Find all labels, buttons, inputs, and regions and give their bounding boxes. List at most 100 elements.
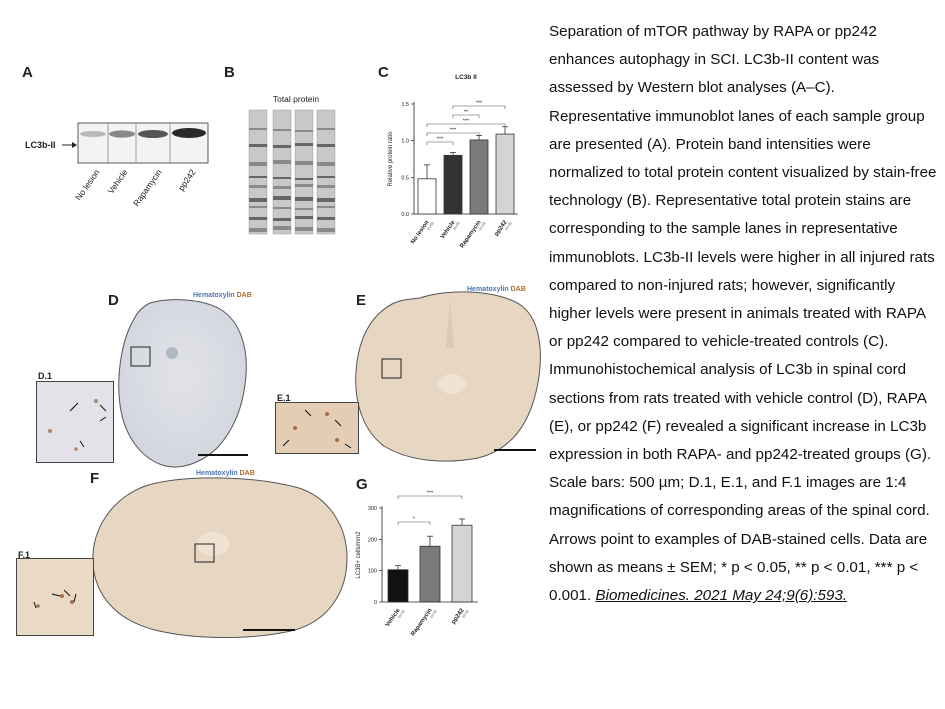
total-protein-band: [317, 176, 335, 178]
n-label: (n=5): [478, 221, 487, 231]
significance-label: ***: [437, 137, 444, 143]
total-protein-band: [273, 226, 291, 230]
blot-lane-label: Vehicle: [106, 167, 130, 195]
blot-arrowhead: [72, 142, 77, 148]
blot-band-lane-1: [80, 131, 106, 137]
section-e: [355, 291, 541, 462]
y-tick-label: 0.0: [401, 212, 409, 218]
total-protein-band: [317, 128, 335, 130]
significance-label: ***: [450, 128, 457, 134]
inset-e1: [275, 402, 359, 454]
total-protein-band: [249, 144, 267, 147]
total-protein-band: [317, 217, 335, 220]
section-d: [118, 299, 248, 468]
bar: [469, 139, 489, 215]
inset-f1: [16, 558, 94, 636]
section-f: [92, 477, 348, 638]
y-axis-label: Relative protein ratio: [388, 131, 394, 187]
panel-letter-a: A: [22, 64, 33, 81]
panel-letter-e1: E.1: [277, 393, 291, 403]
total-protein-lane: [294, 109, 314, 235]
section-f-outline: [92, 477, 348, 638]
panel-letter-c: C: [378, 64, 389, 81]
total-protein-band: [273, 145, 291, 148]
total-protein-band: [249, 228, 267, 232]
bar: [417, 178, 437, 215]
total-protein-band: [295, 184, 313, 187]
total-protein-band: [249, 198, 267, 202]
blot-panel: LC3b-II No lesion Vehicle Rapamycin pp24…: [25, 122, 209, 208]
blot-band-lane-2: [109, 130, 135, 138]
total-protein-band: [273, 196, 291, 200]
blot-lane-label: Rapamycin: [131, 167, 164, 208]
bar: [419, 545, 441, 603]
total-protein-band: [249, 185, 267, 188]
blot-lane-label: pp242: [176, 167, 198, 192]
section-e-roi: [381, 358, 402, 379]
stain-legend-e: Hematoxylin DAB: [467, 286, 526, 293]
inset-d1: [36, 381, 114, 463]
total-protein-band: [249, 206, 267, 208]
total-protein-band: [317, 185, 335, 188]
bar: [387, 569, 409, 603]
total-protein-band: [317, 162, 335, 166]
total-protein-lane: [316, 109, 336, 235]
total-protein-band: [273, 177, 291, 179]
panel-letter-b: B: [224, 64, 235, 81]
n-label: (n=5): [504, 221, 513, 231]
total-protein-band: [295, 130, 313, 132]
significance-bracket: [426, 132, 480, 136]
panel-letter-d: D: [108, 292, 119, 309]
total-protein-band: [295, 161, 313, 165]
panel-letter-g: G: [356, 476, 368, 493]
y-tick-label: 1.0: [401, 139, 409, 145]
total-protein-band: [249, 217, 267, 220]
stain-legend-f: Hematoxylin DAB: [196, 470, 255, 477]
figure: A B C D E F G LC3b-II No lesion Vehicle …: [16, 64, 541, 638]
blot-band-lane-3: [138, 130, 168, 138]
category-label: Rapamycin: [410, 607, 433, 637]
significance-bracket: [452, 114, 480, 118]
category-label: No lesion: [410, 219, 431, 245]
significance-label: **: [464, 110, 469, 116]
y-tick-label: 0.5: [401, 175, 409, 181]
significance-label: ***: [476, 101, 483, 107]
figure-caption: Separation of mTOR pathway by RAPA or pp…: [549, 18, 939, 610]
stain-legend-d: Hematoxylin DAB: [193, 292, 252, 299]
total-protein-band: [317, 144, 335, 147]
bar: [495, 133, 515, 215]
blot-lane-label: No lesion: [73, 167, 102, 202]
total-protein-band: [295, 216, 313, 219]
y-tick-label: 0: [374, 600, 377, 606]
significance-label: ***: [463, 119, 470, 125]
blot-band-label: LC3b-II: [25, 140, 56, 150]
y-axis-label: LC3B+ cells/mm2: [356, 531, 362, 579]
y-tick-label: 300: [368, 506, 377, 512]
significance-bracket: [397, 495, 463, 499]
total-protein-band: [249, 128, 267, 130]
total-protein-lanes: [248, 109, 336, 235]
n-label: (n=5): [426, 221, 435, 231]
significance-bracket: [397, 521, 431, 525]
section-d-roi: [130, 346, 151, 367]
panel-letter-e: E: [356, 292, 367, 309]
n-label: (n=5): [452, 221, 461, 231]
total-protein-band: [317, 228, 335, 232]
total-protein-label: Total protein: [273, 94, 320, 104]
total-protein-band: [273, 207, 291, 209]
significance-label: ***: [427, 491, 434, 497]
total-protein-band: [273, 186, 291, 189]
total-protein-band: [295, 208, 313, 210]
blot-band-lane-4: [172, 128, 206, 138]
panel-letter-d1: D.1: [38, 371, 53, 381]
total-protein-band: [295, 197, 313, 201]
total-protein-band: [273, 129, 291, 131]
y-tick-label: 100: [368, 569, 377, 575]
total-protein-band: [295, 143, 313, 146]
significance-bracket: [426, 141, 454, 145]
bar: [451, 524, 473, 603]
caption-citation[interactable]: Biomedicines. 2021 May 24;9(6):593.: [595, 587, 848, 605]
total-protein-band: [295, 178, 313, 180]
